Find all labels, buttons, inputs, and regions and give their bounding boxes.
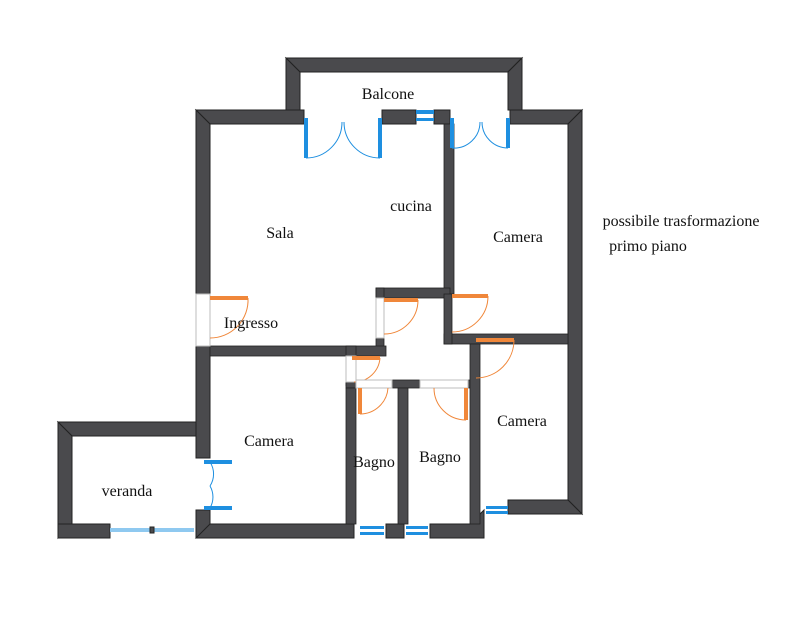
label-balcone: Balcone [362,86,414,103]
room-labels: Balcone Sala cucina Camera Ingresso Came… [102,86,547,500]
label-camera-bottom-left: Camera [244,433,294,450]
label-ingresso: Ingresso [224,315,278,332]
veranda-walls [56,420,197,540]
label-bagno-left: Bagno [353,454,395,471]
label-camera-bottom-right: Camera [497,413,547,430]
doors [195,118,515,510]
outer-walls [194,108,584,539]
note-line-1: possibile trasformazione [603,213,760,230]
note-line-2: primo piano [609,238,687,255]
balcony-walls [284,56,524,111]
label-cucina: cucina [390,198,432,215]
label-camera-top-right: Camera [493,229,543,246]
label-bagno-right: Bagno [419,449,461,466]
label-veranda: veranda [102,483,153,500]
side-note: possibile trasformazione primo piano [603,213,760,255]
windows [110,110,508,535]
label-sala: Sala [266,225,294,242]
